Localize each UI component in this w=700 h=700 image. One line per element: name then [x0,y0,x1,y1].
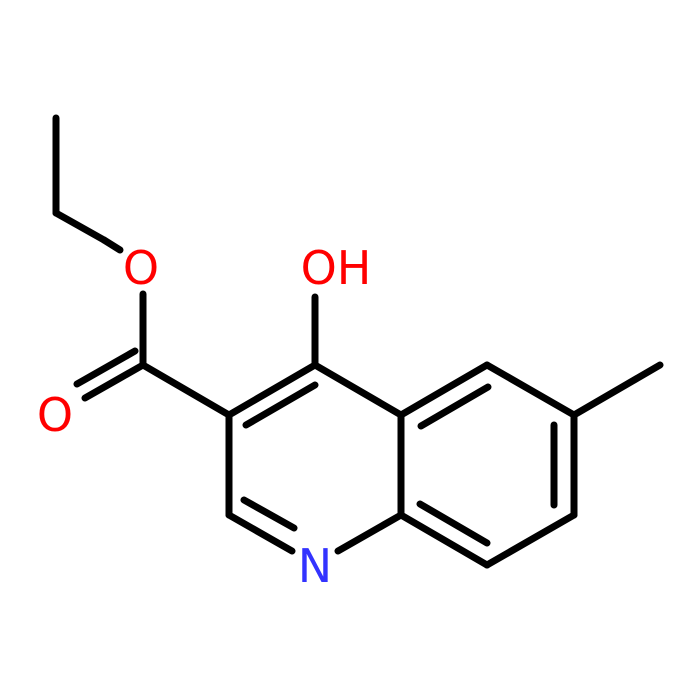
ring-nitrogen-label: N [298,539,332,593]
bond-carbonyl-double-2 [73,347,139,388]
bond-c3-c4-inner [242,381,319,429]
bond-c8-c8a [397,511,491,569]
bond-c4-c4a [311,361,405,419]
bond-carbonyl-double-1 [81,361,147,402]
bond-carbonyl-c3 [139,361,233,419]
bond-c5-c6 [483,361,578,419]
hydroxyl-label: OH [301,241,372,295]
carbonyl-oxygen-label: O [37,388,73,442]
bond-c3-c4 [225,361,319,419]
bond-c4a-c5 [397,361,491,419]
bond-c7-c8 [483,511,578,569]
bond-c2-n1-inner [240,496,298,532]
bond-ch2-oxygen [100,236,124,254]
bond-n1-c8a [334,511,405,555]
bond-c4a-c5-inner [417,383,492,430]
ester-oxygen-label: O [123,241,159,295]
bond-c8-c8a-inner [416,500,491,547]
bond-ethyl-ch2 [52,209,108,244]
bond-c6-methyl [570,361,664,419]
bond-c2-n1 [225,511,296,555]
